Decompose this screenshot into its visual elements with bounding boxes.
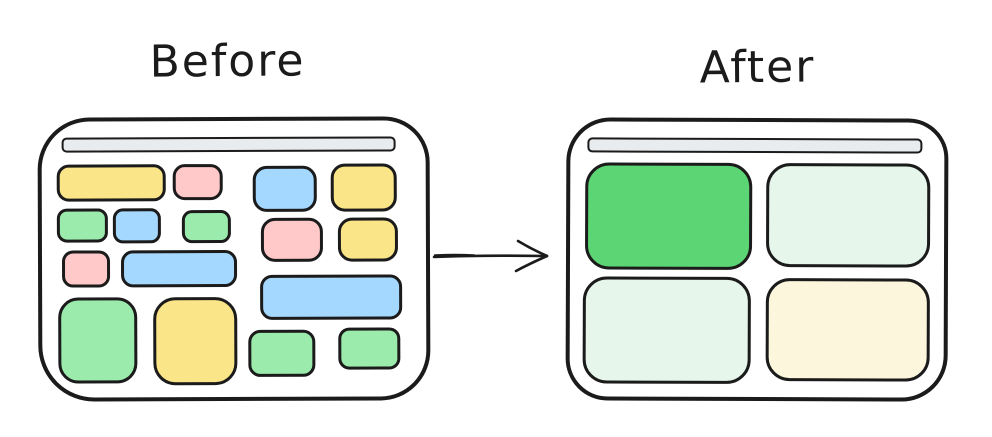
after-block-light-yellow [765, 278, 930, 382]
before-block-yellow [153, 296, 238, 386]
before-block-pink [260, 217, 324, 262]
before-block-green [181, 210, 231, 244]
before-block-pink [172, 164, 223, 201]
before-block-green [338, 327, 401, 370]
after-block-light-green [582, 276, 751, 384]
before-toolbar-bar [61, 136, 396, 153]
after-block-light-green [765, 163, 931, 268]
after-toolbar-bar [587, 137, 923, 154]
before-block-green [248, 329, 316, 377]
before-block-green [58, 297, 138, 384]
before-block-blue [120, 249, 238, 288]
before-block-yellow [56, 164, 166, 202]
before-block-blue [112, 208, 161, 244]
after-title: After [699, 41, 816, 94]
before-block-green [56, 208, 108, 243]
before-block-pink [61, 250, 111, 288]
before-block-blue [252, 165, 317, 212]
before-block-blue [260, 274, 403, 320]
before-block-yellow [337, 217, 399, 262]
before-block-yellow [330, 163, 397, 212]
after-browser-panel [565, 117, 949, 402]
before-to-after-arrow-icon [432, 239, 549, 273]
before-browser-panel [37, 116, 431, 402]
before-title: Before [149, 35, 306, 88]
after-block-strong-green [584, 162, 753, 270]
